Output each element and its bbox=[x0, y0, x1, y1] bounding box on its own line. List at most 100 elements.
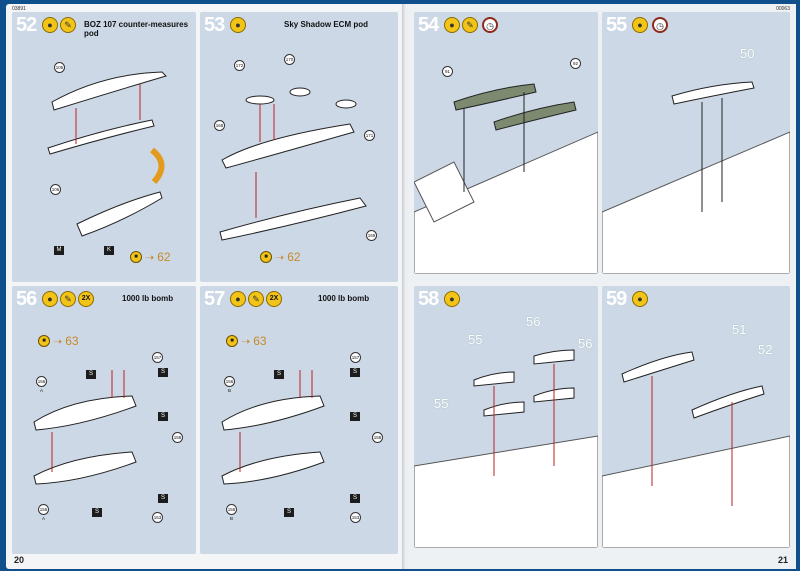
step-panel-59: 59 ● 51 52 bbox=[602, 286, 790, 548]
decal-flag: S bbox=[158, 412, 168, 421]
bomb-parts-drawing bbox=[221, 370, 325, 485]
part-callout: 168 bbox=[214, 120, 225, 131]
step-number: 59 bbox=[606, 288, 627, 310]
part-callout: 156 B bbox=[224, 376, 235, 393]
glue-icon: ● bbox=[230, 291, 246, 307]
decal-flag: S bbox=[158, 368, 168, 377]
part-callout: 106 bbox=[50, 184, 61, 195]
part-number: 55 bbox=[434, 396, 449, 411]
step-number: 53 bbox=[204, 14, 225, 36]
step-panel-54: 54 ● ✎ ◷ 91 92 bbox=[414, 12, 598, 274]
part-callout: 91 bbox=[442, 66, 453, 77]
part-number: 52 bbox=[758, 342, 773, 357]
missile-mount-drawing bbox=[602, 81, 790, 274]
step-number: 55 bbox=[606, 14, 627, 36]
decal-flag: S bbox=[350, 412, 360, 421]
fuselage-pods-drawing bbox=[414, 83, 598, 274]
paint-pot-icon: ■ bbox=[226, 335, 238, 347]
step-number: 57 bbox=[204, 288, 225, 310]
paint-icon: ✎ bbox=[60, 17, 76, 33]
step-reference: ■ ➝ 62 bbox=[130, 250, 171, 264]
paint-pot-icon: ■ bbox=[38, 335, 50, 347]
glue-icon: ● bbox=[632, 17, 648, 33]
decal-flag: S bbox=[284, 508, 294, 517]
decal-flag: K bbox=[104, 246, 114, 255]
part-number: 56 bbox=[526, 314, 541, 329]
instruction-spread: 03891 52 ● ✎ BOZ 107 counter-measures po… bbox=[6, 4, 796, 569]
step-panel-53: 53 ● Sky Shadow ECM pod 172 170 168 171 … bbox=[200, 12, 398, 282]
reference-number: 63 bbox=[65, 334, 79, 348]
step-reference: ■ ➝ 62 bbox=[260, 250, 301, 264]
step-panel-55: 55 ● ◷ 50 bbox=[602, 12, 790, 274]
part-callout: 172 bbox=[234, 60, 245, 71]
step-number: 56 bbox=[16, 288, 37, 310]
part-callout: 170 bbox=[284, 54, 295, 65]
step-panel-56: 56 ● ✎ 2X 1000 lb bomb ■ ➝ 63 157 156 A … bbox=[12, 286, 196, 554]
part-callout: 169 bbox=[366, 230, 377, 241]
step-panel-58: 58 ● 55 56 56 55 bbox=[414, 286, 598, 548]
part-callout: 158 bbox=[172, 432, 183, 443]
paint-icon: ✎ bbox=[248, 291, 264, 307]
step-title: BOZ 107 counter-measures pod bbox=[84, 20, 189, 38]
arrow-icon: ➝ bbox=[275, 251, 285, 264]
glue-icon: ● bbox=[42, 291, 58, 307]
page-code: 03891 bbox=[12, 6, 26, 12]
page-gutter bbox=[402, 4, 412, 569]
paint-pot-icon: ■ bbox=[260, 251, 272, 263]
part-number: 51 bbox=[732, 322, 747, 337]
part-callout: 153 bbox=[152, 512, 163, 523]
part-number: 50 bbox=[740, 46, 755, 61]
right-page: 00063 54 ● ✎ ◷ 91 92 55 ● ◷ bbox=[408, 4, 796, 569]
reference-number: 63 bbox=[253, 334, 267, 348]
glue-icon: ● bbox=[42, 17, 58, 33]
paint-icon: ✎ bbox=[60, 291, 76, 307]
step-title: 1000 lb bomb bbox=[318, 294, 370, 303]
bomb-mount-drawing bbox=[414, 349, 598, 548]
bomb-parts-drawing bbox=[33, 370, 137, 485]
part-number: 55 bbox=[468, 332, 483, 347]
ecm-pod-drawing bbox=[219, 87, 367, 241]
page-number: 21 bbox=[777, 555, 788, 565]
part-callout: 155 B bbox=[226, 504, 237, 521]
decal-flag: M bbox=[54, 246, 64, 255]
glue-icon: ● bbox=[632, 291, 648, 307]
decal-flag: S bbox=[350, 368, 360, 377]
quantity-badge: 2X bbox=[78, 291, 94, 307]
step-title: Sky Shadow ECM pod bbox=[284, 20, 369, 29]
left-page: 03891 52 ● ✎ BOZ 107 counter-measures po… bbox=[6, 4, 406, 569]
decal-flag: S bbox=[158, 494, 168, 503]
reference-number: 62 bbox=[287, 250, 301, 264]
clock-icon: ◷ bbox=[652, 17, 668, 33]
decal-flag: S bbox=[274, 370, 284, 379]
step-title: 1000 lb bomb bbox=[122, 294, 174, 303]
part-number: 56 bbox=[578, 336, 593, 351]
decal-flag: S bbox=[92, 508, 102, 517]
arrow-icon: ➝ bbox=[53, 335, 63, 348]
part-callout: 105 bbox=[54, 62, 65, 73]
part-callout: 155 A bbox=[38, 504, 49, 521]
step-number: 54 bbox=[418, 14, 439, 36]
step-reference: ■ ➝ 63 bbox=[226, 334, 267, 348]
step-number: 58 bbox=[418, 288, 439, 310]
step-reference: ■ ➝ 63 bbox=[38, 334, 79, 348]
part-callout: 153 bbox=[350, 512, 361, 523]
tank-mount-drawing bbox=[602, 351, 790, 548]
part-callout: 158 bbox=[372, 432, 383, 443]
part-callout: 171 bbox=[364, 130, 375, 141]
decal-flag: S bbox=[350, 494, 360, 503]
glue-icon: ● bbox=[444, 17, 460, 33]
page-number: 20 bbox=[14, 555, 25, 565]
arrow-icon: ➝ bbox=[145, 251, 155, 264]
arrow-icon: ➝ bbox=[241, 335, 251, 348]
clock-icon: ◷ bbox=[482, 17, 498, 33]
step-panel-57: 57 ● ✎ 2X 1000 lb bomb ■ ➝ 63 157 156 B … bbox=[200, 286, 398, 554]
part-callout: 92 bbox=[570, 58, 581, 69]
step-panel-52: 52 ● ✎ BOZ 107 counter-measures pod 105 … bbox=[12, 12, 196, 282]
glue-icon: ● bbox=[444, 291, 460, 307]
paint-pot-icon: ■ bbox=[130, 251, 142, 263]
page-code: 00063 bbox=[776, 6, 790, 12]
glue-icon: ● bbox=[230, 17, 246, 33]
paint-icon: ✎ bbox=[462, 17, 478, 33]
part-callout: 157 bbox=[350, 352, 361, 363]
reference-number: 62 bbox=[157, 250, 171, 264]
